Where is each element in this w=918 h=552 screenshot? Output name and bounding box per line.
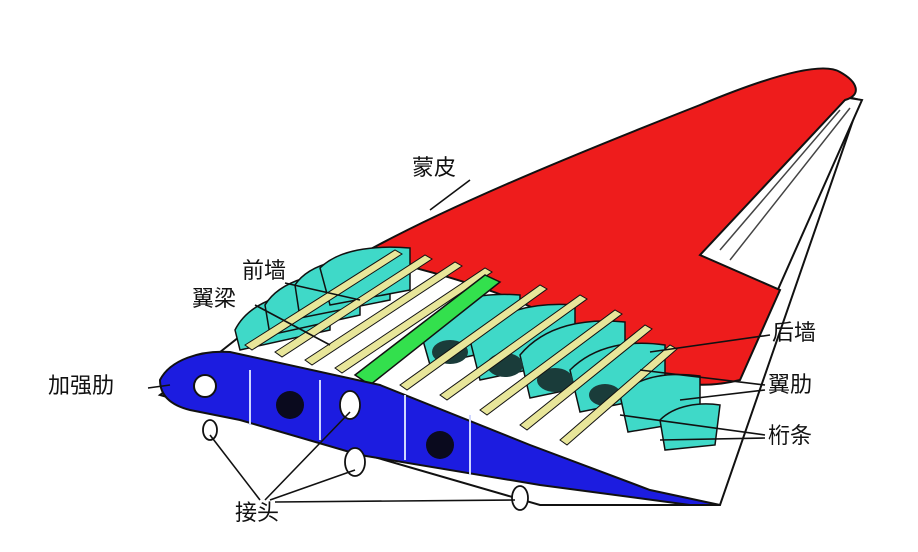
label-reinforced-rib: 加强肋 <box>48 374 114 399</box>
label-stringer: 桁条 <box>768 424 812 449</box>
label-rear-wall: 后墙 <box>772 321 816 346</box>
label-skin: 蒙皮 <box>412 156 456 181</box>
label-spar: 翼梁 <box>192 287 236 312</box>
label-joint: 接头 <box>235 501 279 526</box>
label-front-wall: 前墙 <box>242 259 286 284</box>
joint <box>512 486 528 510</box>
label-rib: 翼肋 <box>768 373 812 398</box>
root-hole <box>194 375 216 397</box>
joint <box>203 420 217 440</box>
joint <box>340 391 360 419</box>
